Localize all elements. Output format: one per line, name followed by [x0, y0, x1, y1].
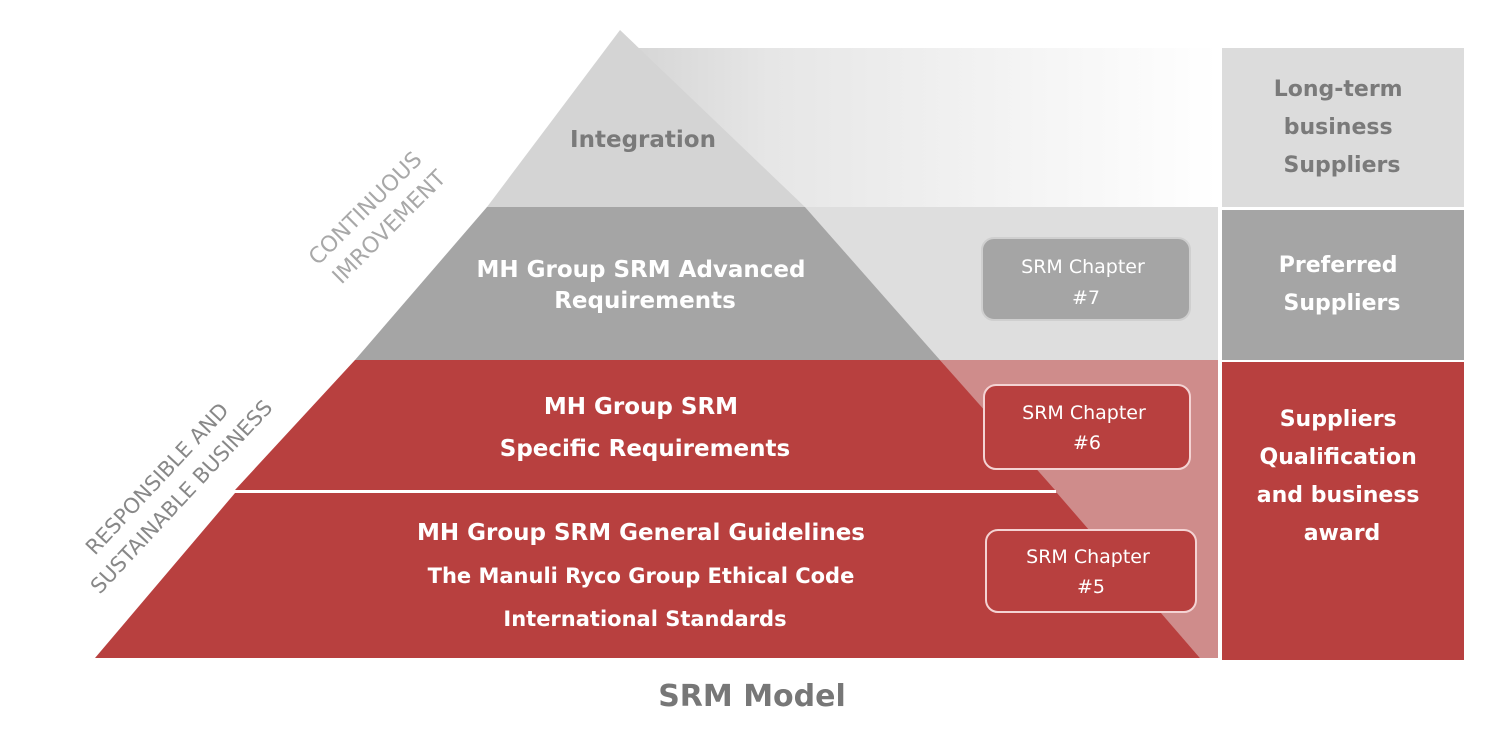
side-label-continuous-improvement: CONTINUOUS IMROVEMENT [304, 142, 453, 291]
supplier-level-long-term-bg [1222, 48, 1464, 207]
supplier-level-long-term: Long-term business Suppliers [1274, 77, 1411, 178]
tier-label-integration: Integration [570, 127, 716, 153]
tier-specific-requirements [235, 360, 1055, 490]
supplier-level-qualification-bg [1222, 362, 1464, 660]
supplier-level-qualification: Suppliers Qualification and business awa… [1257, 407, 1427, 546]
chapter-label-7: SRM Chapter #7 [1021, 256, 1151, 309]
tier-label-general: MH Group SRM General Guidelines The Manu… [417, 520, 873, 631]
tier-advanced-requirements [355, 207, 940, 360]
tier-general-guidelines [95, 493, 1200, 658]
supplier-level-preferred: Preferred Suppliers [1279, 253, 1405, 316]
supplier-level-preferred-bg [1222, 210, 1464, 360]
chapter-label-5: SRM Chapter #5 [1026, 546, 1156, 598]
top-band-fade [620, 48, 1218, 207]
tier-integration [487, 30, 805, 207]
tier-label-advanced: MH Group SRM Advanced Requirements [476, 257, 813, 314]
chapter-box-5 [985, 529, 1197, 613]
diagram-caption: SRM Model [658, 679, 846, 714]
tier-label-specific: MH Group SRM Specific Requirements [500, 394, 790, 462]
chapter-box-7 [981, 237, 1191, 321]
chapter-label-6: SRM Chapter #6 [1022, 402, 1152, 454]
chapter-box-6 [983, 384, 1191, 470]
